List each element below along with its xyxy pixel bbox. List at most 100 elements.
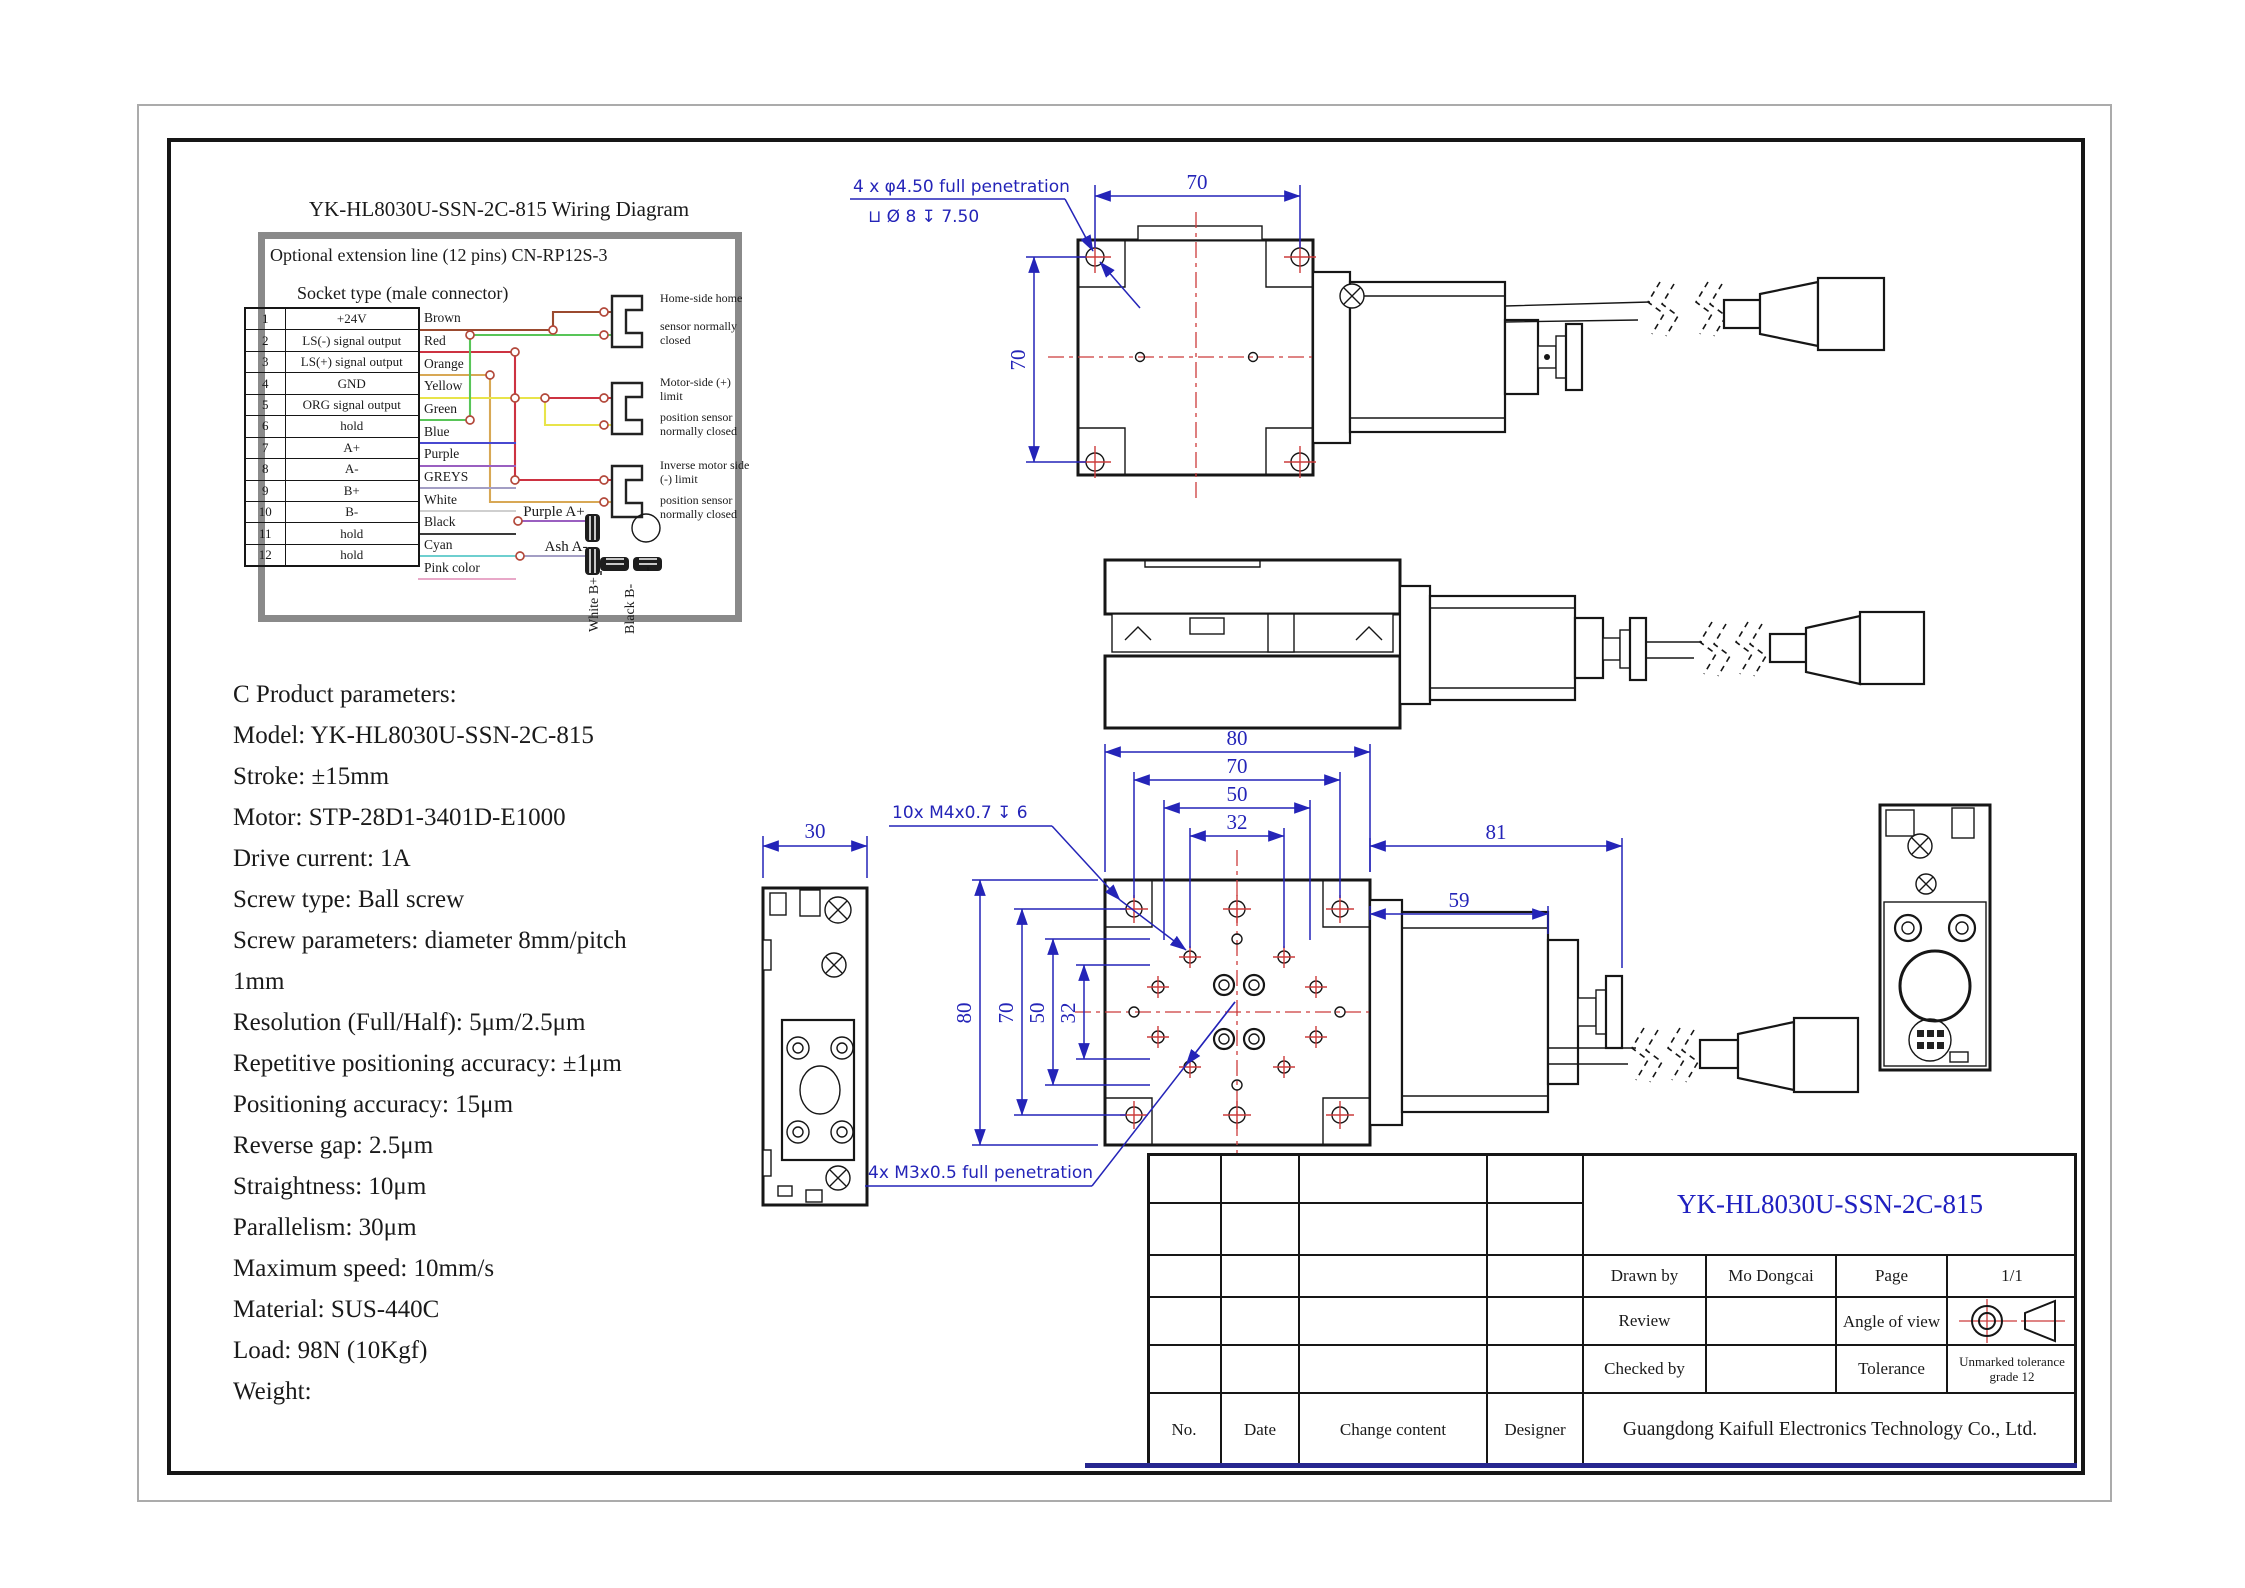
wire-label-greys: GREYS <box>424 469 469 484</box>
bottom-view: 80 70 50 32 80 70 50 32 81 <box>865 726 1860 1187</box>
drawn-by-value: Mo Dongcai <box>1728 1266 1814 1285</box>
checked-by-label: Checked by <box>1604 1359 1685 1378</box>
tolerance-label: Tolerance <box>1858 1359 1925 1378</box>
home-sensor-label-3: closed <box>660 333 691 347</box>
wire-label-black: Black <box>424 514 456 529</box>
dim-bottom-v-32: 32 <box>1056 1003 1080 1024</box>
inverse-limit-label-4: normally closed <box>660 507 737 521</box>
note-hole-counterbore-line2: ⊔ Ø 8 ↧ 7.50 <box>868 207 979 227</box>
drawn-by-label: Drawn by <box>1610 1266 1679 1285</box>
first-angle-projection-icon <box>1959 1299 2065 1343</box>
dim-top-vertical-70: 70 <box>1006 350 1030 371</box>
wire-label-yellow: Yellow <box>424 378 463 393</box>
dim-bottom-50: 50 <box>1227 782 1248 806</box>
angle-of-view-label: Angle of view <box>1842 1311 1941 1331</box>
motor-terminal-purple-a-plus: Purple A+ <box>523 504 584 520</box>
title-block: YK-HL8030U-SSN-2C-815 Drawn by Mo Dongca… <box>1147 1153 2077 1467</box>
angle-of-view-symbol <box>1947 1297 2077 1345</box>
pin-row: 1+24V <box>244 307 420 331</box>
title-block-grid <box>1147 1153 2077 1467</box>
page-label: Page <box>1874 1266 1909 1285</box>
wire-label-brown: Brown <box>424 310 461 325</box>
motor-terminal-black-b-minus: Black B- <box>623 584 638 634</box>
wire-label-purple: Purple <box>424 446 460 461</box>
dim-bottom-v-50: 50 <box>1025 1003 1049 1024</box>
cable-connector-icon <box>1722 276 1886 352</box>
dim-right-81: 81 <box>1486 820 1507 844</box>
motor-terminal-white-b-plus: White B+ <box>587 577 602 632</box>
left-side-view: 30 <box>761 819 869 1207</box>
stepper-motor-sketch: Purple A+ Ash A- White B+ Black B- <box>513 504 662 634</box>
wire-label-orange: Orange <box>424 356 464 371</box>
motor-terminal-ash-a-minus: Ash A- <box>545 539 588 555</box>
motor-side-limit-symbol <box>610 381 644 436</box>
page-value: 1/1 <box>2001 1266 2023 1285</box>
product-parameters: C Product parameters: Model: YK-HL8030U-… <box>233 681 627 1405</box>
note-m4-threads: 10x M4x0.7 ↧ 6 <box>892 803 1028 823</box>
side-view <box>1103 558 1926 730</box>
dim-side-width-30: 30 <box>805 819 826 843</box>
designer-column-label: Designer <box>1504 1420 1566 1439</box>
date-column-label: Date <box>1243 1420 1277 1439</box>
motor-limit-label-2: limit <box>660 389 683 403</box>
home-sensor-symbol <box>610 294 644 349</box>
dim-right-59: 59 <box>1449 888 1470 912</box>
wiring-schematic: Purple A+ Ash A- White B+ Black B- <box>418 294 662 634</box>
company-name: Guangdong Kaifull Electronics Technology… <box>1622 1419 2038 1440</box>
wire-label-white: White <box>424 492 457 507</box>
wire-junctions <box>465 307 609 507</box>
wiring-note-socket-type: Socket type (male connector) <box>297 283 509 303</box>
wiring-diagram-title: YK-HL8030U-SSN-2C-815 Wiring Diagram <box>308 197 690 221</box>
motor-circle-symbol <box>631 513 661 543</box>
change-content-column-label: Change content <box>1339 1420 1447 1439</box>
wire-label-pink: Pink color <box>424 560 480 575</box>
note-m3-threads: 4x M3x0.5 full penetration <box>868 1163 1093 1183</box>
tolerance-value: Unmarked tolerance grade 12 <box>1959 1354 2065 1384</box>
inverse-limit-label-3: position sensor <box>660 493 733 507</box>
dim-bottom-32: 32 <box>1227 810 1248 834</box>
wire-label-green: Green <box>424 401 457 416</box>
motor-limit-label-4: normally closed <box>660 424 737 438</box>
note-hole-counterbore-line1: 4 x φ4.50 full penetration <box>853 177 1070 197</box>
dim-bottom-70: 70 <box>1227 754 1248 778</box>
wire-label-cyan: Cyan <box>424 537 453 552</box>
rear-connector-icon <box>1908 1018 1952 1062</box>
inverse-limit-symbol <box>610 464 644 519</box>
title-block-accent-line <box>1085 1463 2077 1468</box>
plate-holes <box>1120 895 1354 1129</box>
wire-label-red: Red <box>424 333 446 348</box>
wiring-note-extension-line: Optional extension line (12 pins) CN-RP1… <box>270 245 608 265</box>
cable-connector-icon <box>1768 610 1926 686</box>
dim-bottom-80: 80 <box>1227 726 1248 750</box>
sheet-outer-border <box>137 104 2112 1502</box>
connector-pins <box>1917 1030 1944 1049</box>
no-column-label: No. <box>1171 1420 1197 1439</box>
review-label: Review <box>1618 1311 1671 1330</box>
dim-bottom-v-70: 70 <box>994 1003 1018 1024</box>
home-sensor-label-2: sensor normally <box>660 319 737 333</box>
inverse-limit-label-2: (-) limit <box>660 472 698 486</box>
inverse-limit-label-1: Inverse motor side <box>660 458 750 472</box>
dim-bottom-v-80: 80 <box>952 1003 976 1024</box>
home-sensor-label-1: Home-side home <box>660 291 743 305</box>
wire-label-blue: Blue <box>424 424 450 439</box>
top-view: 70 70 4 x φ4.50 full penetration ⊔ Ø 8 ↧… <box>850 170 1886 502</box>
cable-connector-icon <box>1698 1016 1860 1094</box>
rear-view <box>1878 803 1992 1072</box>
title-block-part-number: YK-HL8030U-SSN-2C-815 <box>1677 1188 1983 1219</box>
dim-top-horizontal-70: 70 <box>1187 170 1208 194</box>
